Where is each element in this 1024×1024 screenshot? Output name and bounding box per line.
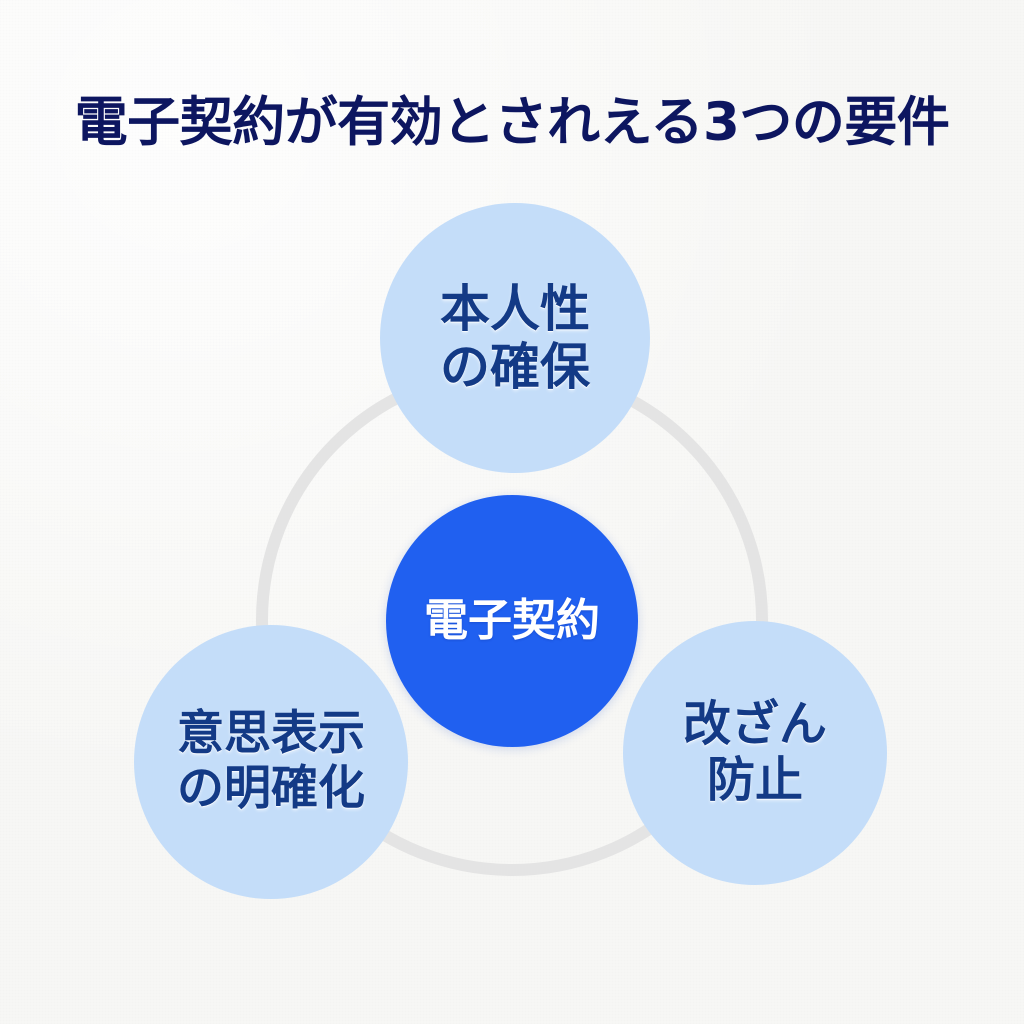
node-identity-assurance-label: 本人性 の確保 [440,280,590,396]
node-tamper-prevention-label: 改ざん 防止 [682,696,827,808]
node-intent-clarity[interactable]: 意思表示 の明確化 [134,625,408,899]
page-title: 電子契約が有効とされえる3つの要件 [74,91,950,153]
node-electronic-contract[interactable]: 電子契約 [386,495,638,747]
node-tamper-prevention[interactable]: 改ざん 防止 [623,621,887,885]
node-identity-assurance[interactable]: 本人性 の確保 [380,203,650,473]
node-electronic-contract-label: 電子契約 [424,595,600,647]
node-intent-clarity-label: 意思表示 の明確化 [177,706,365,816]
